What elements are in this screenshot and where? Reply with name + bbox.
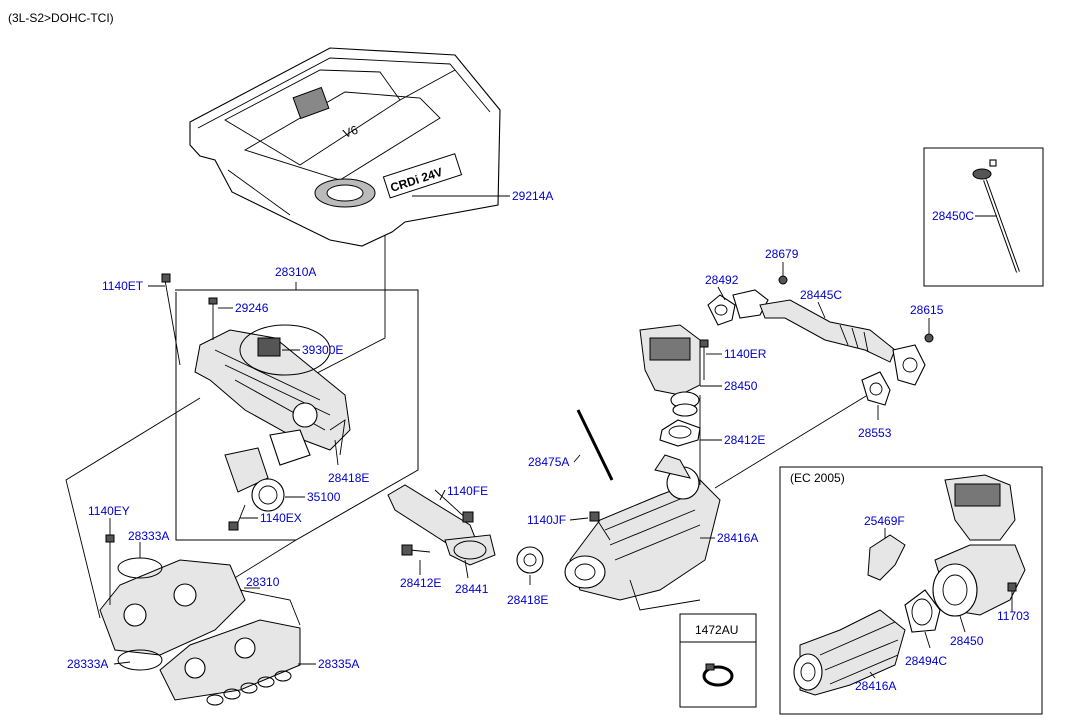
egr-cooler-drawing xyxy=(564,409,721,611)
part-28333A-upper[interactable]: 28333A xyxy=(128,529,169,543)
part-28412E-lower[interactable]: 28412E xyxy=(400,576,441,590)
part-28492[interactable]: 28492 xyxy=(705,273,739,287)
part-1140EY[interactable]: 1140EY xyxy=(88,504,130,518)
part-28475A[interactable]: 28475A xyxy=(528,455,569,469)
intake-manifold-drawing xyxy=(161,273,351,531)
part-28416A-ec[interactable]: 28416A xyxy=(855,679,896,693)
diagram-title: (3L-S2>DOHC-TCI) xyxy=(8,11,114,25)
dipstick-drawing xyxy=(972,159,1020,273)
part-29214A[interactable]: 29214A xyxy=(512,189,553,203)
part-11703[interactable]: 11703 xyxy=(997,609,1030,623)
part-1140EX[interactable]: 1140EX xyxy=(260,511,302,525)
engine-cover-drawing xyxy=(189,47,501,247)
part-1472AU[interactable]: 1472AU xyxy=(695,623,738,637)
part-28441[interactable]: 28441 xyxy=(455,582,489,596)
part-28615[interactable]: 28615 xyxy=(910,303,944,317)
part-28679[interactable]: 28679 xyxy=(765,247,799,261)
part-28310A[interactable]: 28310A xyxy=(275,265,316,279)
clamp-box xyxy=(679,613,757,708)
part-28450C[interactable]: 28450C xyxy=(932,209,974,223)
part-28418E-upper[interactable]: 28418E xyxy=(328,471,369,485)
part-28418E-lower[interactable]: 28418E xyxy=(507,593,548,607)
clamp-drawing xyxy=(702,663,734,687)
part-28450-main[interactable]: 28450 xyxy=(724,379,758,393)
lower-manifold-drawing xyxy=(99,534,301,706)
part-25469F[interactable]: 25469F xyxy=(864,514,905,528)
part-35100[interactable]: 35100 xyxy=(307,490,341,504)
part-28450-ec[interactable]: 28450 xyxy=(950,634,984,648)
part-29246[interactable]: 29246 xyxy=(235,301,269,315)
part-28333A-lower[interactable]: 28333A xyxy=(67,657,108,671)
cover-v6-text: V6 xyxy=(341,123,360,141)
egr-valve-drawing xyxy=(639,324,709,447)
part-28335A[interactable]: 28335A xyxy=(318,657,359,671)
part-28310[interactable]: 28310 xyxy=(246,575,280,589)
part-1140FE[interactable]: 1140FE xyxy=(447,484,488,498)
part-1140JF[interactable]: 1140JF xyxy=(527,513,566,527)
ec2005-egr-drawing xyxy=(793,474,1026,696)
part-28494C[interactable]: 28494C xyxy=(905,654,947,668)
ec2005-box xyxy=(779,466,1043,715)
egr-pipe-drawing xyxy=(387,484,544,574)
dipstick-box xyxy=(923,147,1044,287)
part-28553[interactable]: 28553 xyxy=(858,426,892,440)
part-39300E[interactable]: 39300E xyxy=(302,343,343,357)
ec2005-box-title: (EC 2005) xyxy=(790,471,845,485)
part-28416A-main[interactable]: 28416A xyxy=(717,531,758,545)
part-28412E-valve[interactable]: 28412E xyxy=(724,433,765,447)
part-28445C[interactable]: 28445C xyxy=(800,288,842,302)
part-1140ET[interactable]: 1140ET xyxy=(102,279,144,293)
part-1140ER[interactable]: 1140ER xyxy=(724,347,767,361)
